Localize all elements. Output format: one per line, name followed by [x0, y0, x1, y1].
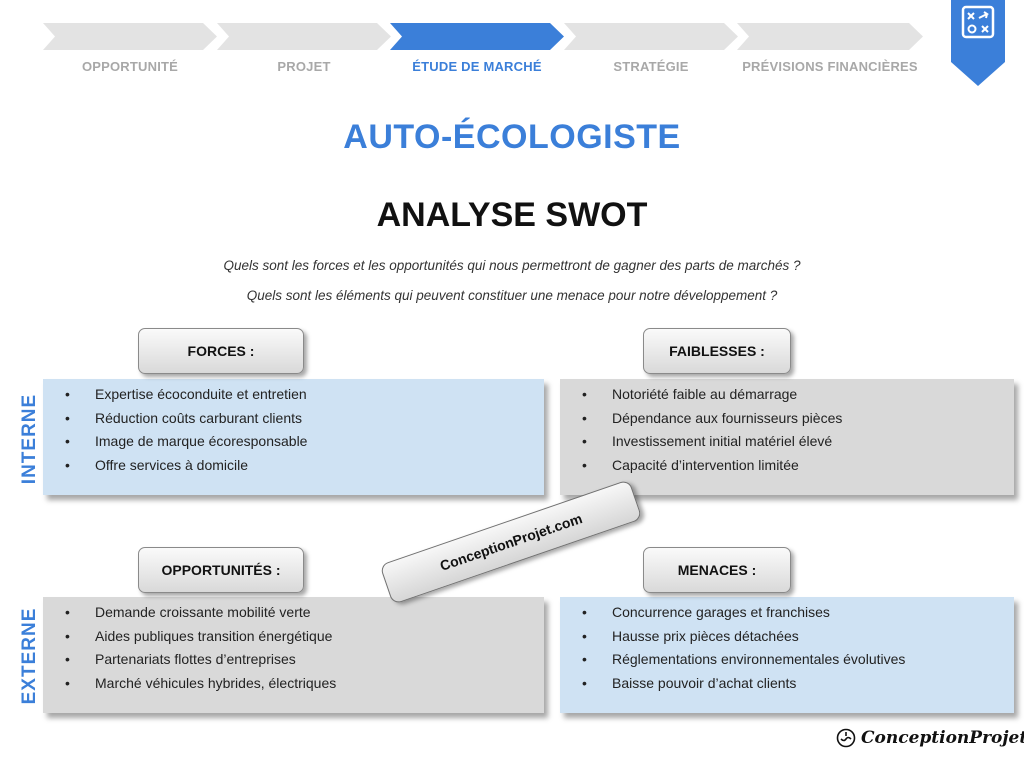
list-item: Aides publiques transition énergétique [43, 625, 544, 649]
strengths-list: Expertise écoconduite et entretien Réduc… [43, 379, 544, 477]
opportunities-box: Demande croissante mobilité verte Aides … [43, 597, 544, 713]
list-item: Marché véhicules hybrides, électriques [43, 672, 544, 696]
list-item: Image de marque écoresponsable [43, 430, 544, 454]
strategy-board-icon [951, 0, 1005, 86]
weaknesses-header: FAIBLESSES : [643, 328, 791, 374]
brand-name: ConceptionProjet [861, 728, 1024, 748]
brand-logo: ConceptionProjet [836, 728, 1024, 748]
step-chevron-2[interactable] [217, 23, 391, 50]
list-item: Capacité d’intervention limitée [560, 454, 1014, 478]
question-2: Quels sont les éléments qui peuvent cons… [246, 288, 778, 303]
external-axis-label: EXTERNE [19, 607, 40, 705]
list-item: Baisse pouvoir d’achat clients [560, 672, 1014, 696]
list-item: Partenariats flottes d’entreprises [43, 648, 544, 672]
page-title: AUTO-ÉCOLOGISTE [343, 118, 681, 156]
list-item: Offre services à domicile [43, 454, 544, 478]
list-item: Notoriété faible au démarrage [560, 383, 1014, 407]
threats-header: MENACES : [643, 547, 791, 593]
step-label-5[interactable]: PRÉVISIONS FINANCIÈRES [742, 59, 918, 74]
step-chevron-1[interactable] [43, 23, 217, 50]
progress-stepper: OPPORTUNITÉ PROJET ÉTUDE DE MARCHÉ STRAT… [0, 0, 1024, 90]
step-label-1[interactable]: OPPORTUNITÉ [81, 59, 179, 74]
list-item: Hausse prix pièces détachées [560, 625, 1014, 649]
step-label-3[interactable]: ÉTUDE DE MARCHÉ [412, 59, 542, 74]
step-chevron-5[interactable] [737, 23, 923, 50]
watermark-badge: ConceptionProjet.com [379, 479, 643, 605]
step-chevron-3[interactable] [390, 23, 564, 50]
step-chevron-4[interactable] [564, 23, 738, 50]
list-item: Dépendance aux fournisseurs pièces [560, 407, 1014, 431]
opportunities-header: OPPORTUNITÉS : [138, 547, 304, 593]
list-item: Réglementations environnementales évolut… [560, 648, 1014, 672]
strengths-header: FORCES : [138, 328, 304, 374]
list-item: Réduction coûts carburant clients [43, 407, 544, 431]
threats-list: Concurrence garages et franchises Hausse… [560, 597, 1014, 695]
lightbulb-logo-icon [836, 728, 856, 748]
step-label-2[interactable]: PROJET [277, 59, 331, 74]
list-item: Expertise écoconduite et entretien [43, 383, 544, 407]
threats-box: Concurrence garages et franchises Hausse… [560, 597, 1014, 713]
strengths-box: Expertise écoconduite et entretien Réduc… [43, 379, 544, 495]
step-label-4[interactable]: STRATÉGIE [613, 59, 689, 74]
weaknesses-box: Notoriété faible au démarrage Dépendance… [560, 379, 1014, 495]
question-1: Quels sont les forces et les opportunité… [223, 258, 801, 273]
list-item: Concurrence garages et franchises [560, 601, 1014, 625]
internal-axis-label: INTERNE [19, 393, 40, 485]
list-item: Investissement initial matériel élevé [560, 430, 1014, 454]
section-title: ANALYSE SWOT [376, 196, 648, 234]
list-item: Demande croissante mobilité verte [43, 601, 544, 625]
opportunities-list: Demande croissante mobilité verte Aides … [43, 597, 544, 695]
weaknesses-list: Notoriété faible au démarrage Dépendance… [560, 379, 1014, 477]
